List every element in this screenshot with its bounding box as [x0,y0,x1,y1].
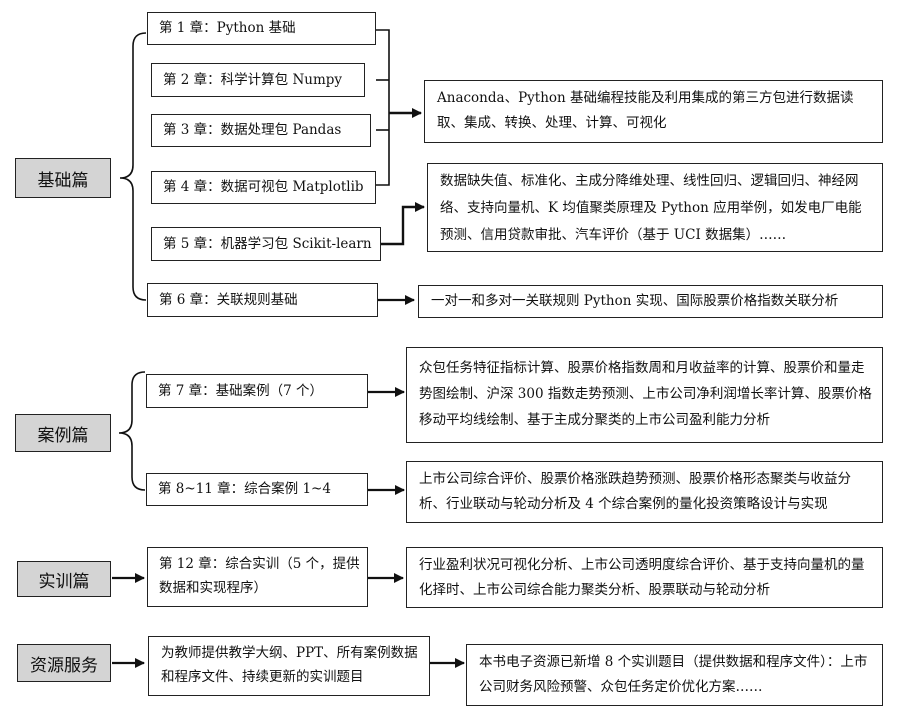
desc-chapter-8-11-text: 上市公司综合评价、股票价格涨跌趋势预测、股票价格形态聚类与收益分析、行业联动与轮… [419,471,851,512]
chapter-6: 第 6 章：关联规则基础 [147,283,378,317]
chapter-3: 第 3 章：数据处理包 Pandas [151,114,371,147]
resources-teacher-text: 为教师提供教学大纲、PPT、所有案例数据和程序文件、持续更新的实训题目 [161,645,418,685]
section-resources: 资源服务 [17,644,111,682]
section-training-title: 实训篇 [38,571,90,592]
ch5-arrow [381,202,425,246]
chapter-4: 第 4 章：数据可视包 Matplotlib [151,171,376,204]
chapter-5: 第 5 章：机器学习包 Scikit-learn [151,227,381,261]
chapter-8-11: 第 8~11 章：综合案例 1~4 [146,473,368,506]
section-resources-title: 资源服务 [30,655,98,676]
chapter-4-label: 第 4 章：数据可视包 Matplotlib [163,179,364,195]
chapter-1-label: 第 1 章：Python 基础 [159,20,296,36]
chapter-8-11-label: 第 8~11 章：综合案例 1~4 [158,481,331,497]
resources-ebook-box: 本书电子资源已新增 8 个实训题目（提供数据和程序文件）：上市公司财务风险预警、… [466,644,883,706]
ch1-4-bracket [376,29,390,186]
chapter-7-label: 第 7 章：基础案例（7 个） [158,382,324,399]
basics-brace [119,32,147,301]
section-cases-title: 案例篇 [37,425,89,446]
desc-chapters-1-4-text: Anaconda、Python 基础编程技能及利用集成的第三方包进行数据读取、集… [437,90,854,131]
chapter-5-label: 第 5 章：机器学习包 Scikit-learn [163,235,372,252]
desc-chapters-1-4: Anaconda、Python 基础编程技能及利用集成的第三方包进行数据读取、集… [424,80,883,143]
chapter-12-label: 第 12 章：综合实训（5 个，提供数据和实现程序） [159,556,360,596]
desc-chapter-5-text: 数据缺失值、标准化、主成分降维处理、线性回归、逻辑回归、神经网络、支持向量机、K… [440,173,862,243]
chapter-3-label: 第 3 章：数据处理包 Pandas [163,122,342,138]
resources-ebook-text: 本书电子资源已新增 8 个实训题目（提供数据和程序文件）：上市公司财务风险预警、… [479,654,868,695]
section-basics-title: 基础篇 [37,170,89,191]
chapter-6-label: 第 6 章：关联规则基础 [159,291,298,308]
chapter-7: 第 7 章：基础案例（7 个） [146,374,368,408]
desc-chapter-7-text: 众包任务特征指标计算、股票价格指数周和月收益率的计算、股票价和量走势图绘制、沪深… [419,360,872,428]
chapter-12: 第 12 章：综合实训（5 个，提供数据和实现程序） [147,547,368,607]
desc-chapter-6: 一对一和多对一关联规则 Python 实现、国际股票价格指数关联分析 [418,285,883,318]
desc-chapter-7: 众包任务特征指标计算、股票价格指数周和月收益率的计算、股票价和量走势图绘制、沪深… [406,347,883,443]
section-cases: 案例篇 [15,414,111,452]
resources-teacher-box: 为教师提供教学大纲、PPT、所有案例数据和程序文件、持续更新的实训题目 [148,636,430,696]
section-training: 实训篇 [17,561,111,597]
desc-chapter-8-11: 上市公司综合评价、股票价格涨跌趋势预测、股票价格形态聚类与收益分析、行业联动与轮… [406,461,883,523]
desc-chapter-5: 数据缺失值、标准化、主成分降维处理、线性回归、逻辑回归、神经网络、支持向量机、K… [427,163,883,252]
desc-chapter-12-text: 行业盈利状况可视化分析、上市公司透明度综合评价、基于支持向量机的量化择时、上市公… [419,557,865,598]
cases-brace [118,371,146,491]
desc-chapter-12: 行业盈利状况可视化分析、上市公司透明度综合评价、基于支持向量机的量化择时、上市公… [406,547,883,608]
chapter-2: 第 2 章：科学计算包 Numpy [151,63,365,97]
chapter-1: 第 1 章：Python 基础 [147,12,376,45]
desc-chapter-6-text: 一对一和多对一关联规则 Python 实现、国际股票价格指数关联分析 [431,293,839,309]
section-basics: 基础篇 [15,158,111,198]
chapter-2-label: 第 2 章：科学计算包 Numpy [163,71,343,88]
